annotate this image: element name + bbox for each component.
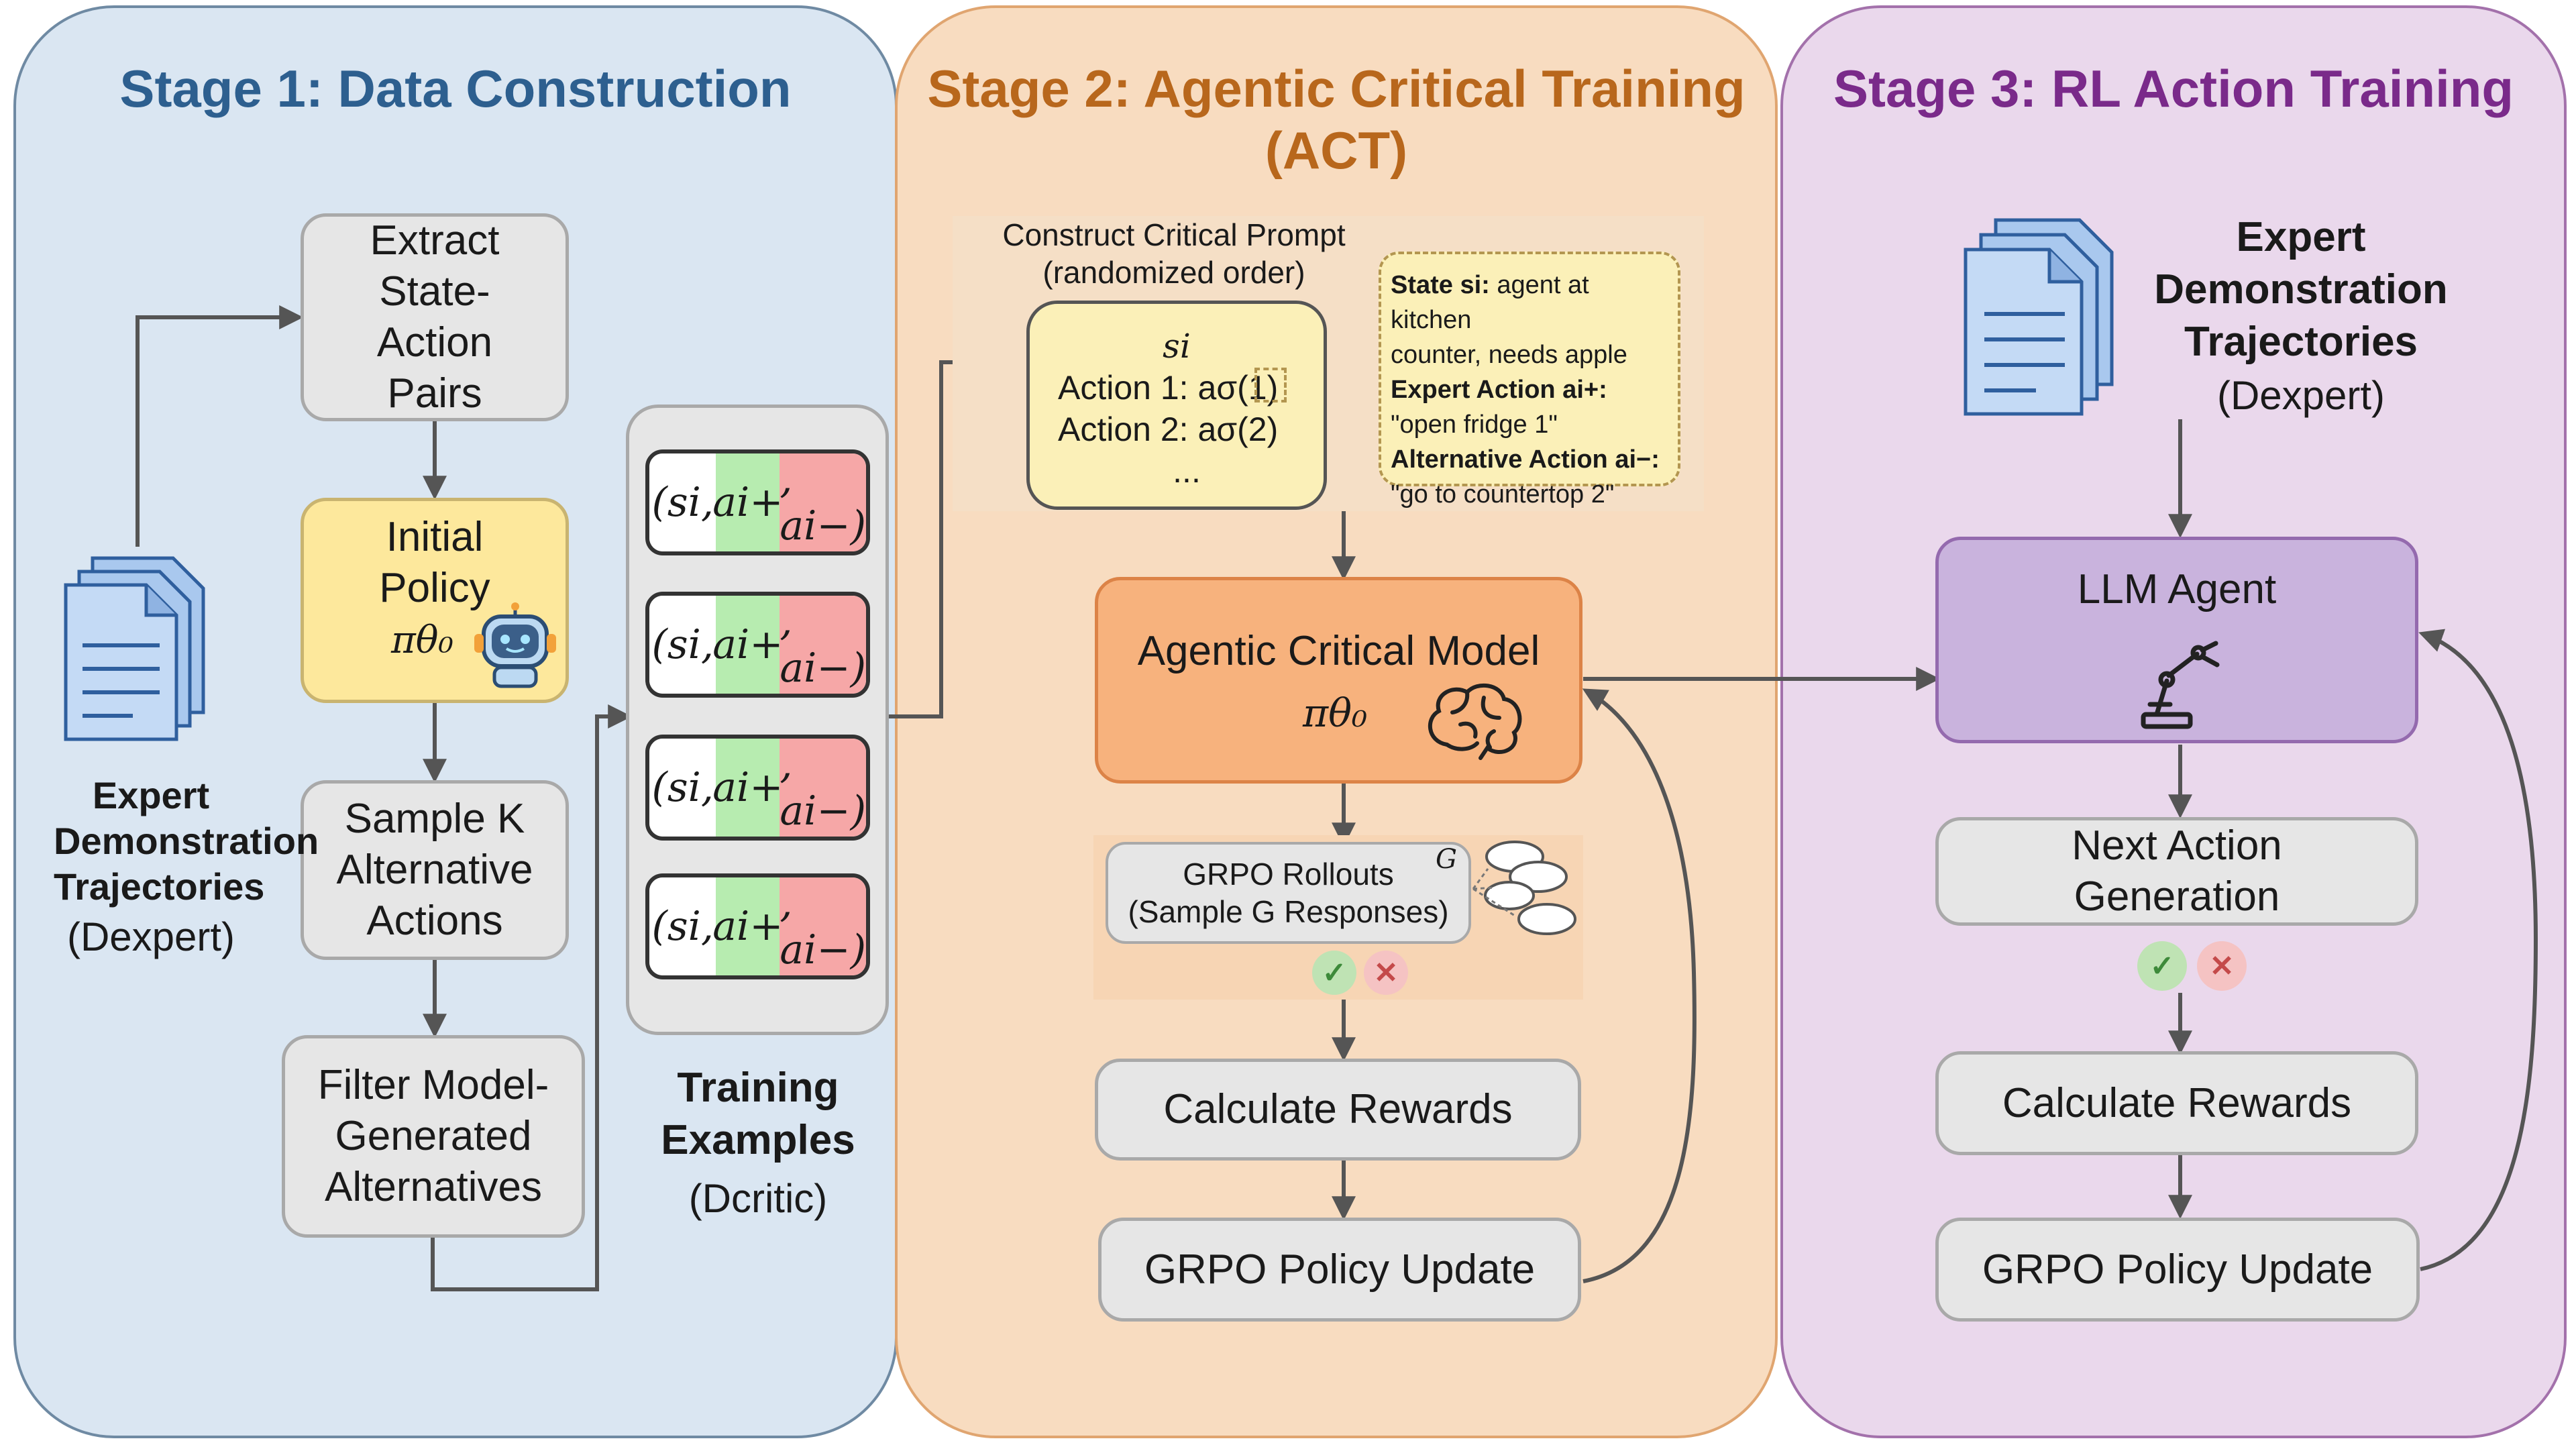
pair-state: (si, — [649, 453, 716, 551]
arrow-docs-to-extract — [136, 305, 304, 547]
pair-positive: ai+ — [712, 453, 783, 551]
state-text: agent at kitchen — [1391, 271, 1589, 334]
expert-label-s3-line-3: Trajectories — [2184, 319, 2418, 365]
next-action-box: Next Action Generation — [1935, 817, 2418, 926]
pair-negative: , ai−) — [780, 877, 866, 975]
stage1-title: Stage 1: Data Construction — [119, 59, 792, 118]
stage2-title-line-1: Stage 2: Agentic Critical Training — [927, 59, 1746, 118]
pair-state: (si, — [649, 739, 716, 837]
training-pair-1: (si, ai+ , ai−) — [645, 449, 870, 555]
training-pair-4: (si, ai+ , ai−) — [645, 873, 870, 979]
pair-negative: , ai−) — [780, 453, 866, 551]
extract-line-1: Extract — [370, 217, 500, 264]
expert-label-stage1: Expert Demonstration Trajectories — [54, 773, 319, 910]
state-detail-callout: State si: agent at kitchen counter, need… — [1379, 252, 1680, 508]
state-text-2: counter, needs apple — [1391, 341, 1627, 369]
prompt-highlight — [1254, 368, 1287, 402]
prompt-action-1: Action 1: aσ(1) — [1058, 369, 1279, 407]
filter-alternatives-box: Filter Model- Generated Alternatives — [282, 1035, 585, 1238]
training-label-line-1: Training — [677, 1065, 839, 1111]
arrow-update-loop-stage3 — [2418, 629, 2538, 1271]
expert-label-stage3: Expert Demonstration Trajectories — [2133, 211, 2469, 368]
initial-policy-box: Initial Policy πθ₀ — [301, 498, 569, 703]
agentic-critical-model-box: Agentic Critical Model πθ₀ — [1095, 577, 1582, 784]
initial-policy-line-2: Policy — [379, 565, 490, 611]
model-title: Agentic Critical Model — [1137, 628, 1540, 674]
prompt-action-2: Action 2: aσ(2) — [1058, 411, 1279, 448]
training-pair-2: (si, ai+ , ai−) — [645, 592, 870, 698]
pair-state: (si, — [649, 877, 716, 975]
sample-line-2: Alternative — [336, 847, 533, 893]
state-label: State si: — [1391, 271, 1490, 299]
filter-line-2: Generated — [335, 1113, 532, 1159]
sample-line-3: Actions — [366, 898, 503, 944]
llm-agent-label: LLM Agent — [2077, 566, 2277, 612]
extract-line-2: State- — [379, 268, 490, 315]
arrow-update-loop-stage2 — [1582, 688, 1697, 1283]
prompt-title: Construct Critical Prompt (randomized or… — [966, 216, 1382, 291]
stage3-title: Stage 3: RL Action Training — [1833, 59, 2514, 118]
prompt-title-line-1: Construct Critical Prompt — [1002, 217, 1346, 252]
rollouts-line-2: (Sample G Responses) — [1128, 894, 1449, 929]
stage2-title: Stage 2: Agentic Critical Training (ACT) — [895, 58, 1778, 181]
filter-line-3: Alternatives — [325, 1164, 542, 1210]
cross-icon: ✕ — [1364, 951, 1408, 995]
training-label: Training Examples — [624, 1062, 892, 1167]
extract-line-4: Pairs — [387, 370, 482, 417]
critical-prompt-box: si Action 1: aσ(1) Action 2: aσ(2) ... — [1026, 301, 1327, 510]
speech-bubbles-icon — [1472, 841, 1576, 935]
document-stack-icon — [1964, 218, 2114, 416]
alt-action-label: Alternative Action ai−: — [1391, 445, 1660, 474]
expert-dataset-stage1: (Dexpert) — [66, 914, 235, 959]
document-stack-icon — [64, 556, 205, 741]
sample-alternatives-box: Sample K Alternative Actions — [301, 780, 569, 960]
alt-action-text: "go to countertop 2" — [1391, 480, 1615, 508]
expert-label-s3-line-2: Demonstration — [2154, 266, 2448, 313]
expert-label-line-3: Trajectories — [54, 865, 265, 908]
prompt-title-line-2: (randomized order) — [1042, 255, 1305, 290]
initial-policy-symbol: πθ₀ — [391, 619, 453, 662]
training-dataset: (Dcritic) — [688, 1176, 828, 1221]
pair-state: (si, — [649, 596, 716, 694]
rollouts-g-label: G — [1436, 844, 1457, 875]
calculate-rewards-box-stage2: Calculate Rewards — [1095, 1059, 1581, 1161]
check-icon: ✓ — [1312, 951, 1356, 995]
expert-label-line-1: Expert — [92, 774, 210, 816]
pair-positive: ai+ — [712, 739, 783, 837]
llm-agent-box: LLM Agent — [1935, 537, 2418, 743]
training-pair-3: (si, ai+ , ai−) — [645, 735, 870, 841]
extract-line-3: Action — [376, 319, 493, 366]
extract-pairs-box: Extract State- Action Pairs — [301, 213, 569, 421]
pair-negative: , ai−) — [780, 596, 866, 694]
initial-policy-line-1: Initial — [386, 514, 484, 560]
calculate-rewards-box-stage3: Calculate Rewards — [1935, 1051, 2418, 1155]
expert-label-line-2: Demonstration — [54, 820, 319, 862]
expert-action-text: "open fridge 1" — [1391, 411, 1558, 439]
rollouts-line-1: GRPO Rollouts — [1183, 857, 1394, 892]
filter-line-1: Filter Model- — [317, 1062, 549, 1108]
grpo-policy-update-box-stage3: GRPO Policy Update — [1935, 1218, 2420, 1322]
arrow-filter-to-training — [431, 704, 633, 1291]
expert-dataset-stage3: (Dexpert) — [2216, 373, 2385, 418]
pair-positive: ai+ — [712, 877, 783, 975]
next-action-line-2: Generation — [2074, 873, 2280, 920]
grpo-policy-update-box-stage2: GRPO Policy Update — [1098, 1218, 1581, 1322]
cross-icon: ✕ — [2197, 941, 2247, 991]
robot-icon — [474, 602, 556, 688]
training-label-line-2: Examples — [661, 1117, 855, 1163]
check-icon: ✓ — [2137, 941, 2187, 991]
stage2-title-line-2: (ACT) — [1265, 121, 1408, 180]
grpo-rollouts-box: GRPO Rollouts (Sample G Responses) — [1106, 842, 1471, 944]
expert-action-label: Expert Action ai+: — [1391, 376, 1607, 404]
robot-arm-icon — [2141, 641, 2220, 729]
next-action-line-1: Next Action — [2072, 822, 2282, 869]
pair-positive: ai+ — [712, 596, 783, 694]
expert-label-s3-line-1: Expert — [2236, 214, 2366, 260]
prompt-state: si — [1163, 327, 1191, 366]
prompt-ellipsis: ... — [1173, 452, 1201, 490]
model-symbol: πθ₀ — [1303, 690, 1368, 736]
pair-negative: , ai−) — [780, 739, 866, 837]
sample-line-1: Sample K — [344, 796, 525, 842]
brain-icon — [1428, 683, 1522, 760]
